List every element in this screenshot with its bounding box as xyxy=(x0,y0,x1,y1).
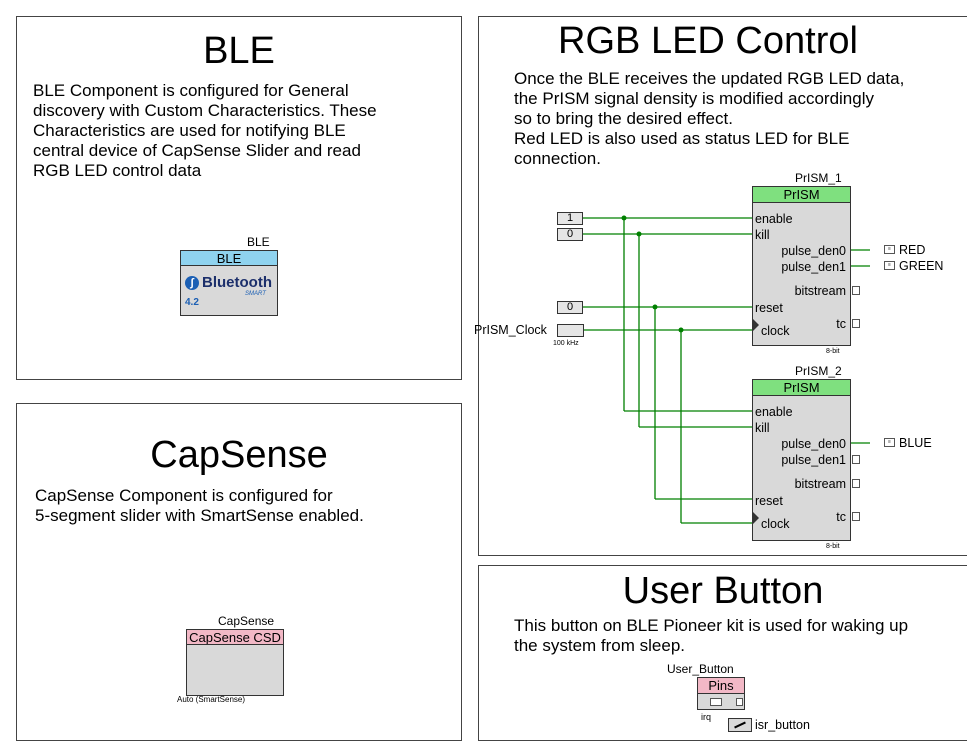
prism2-pin-pulse-den0: pulse_den0 xyxy=(781,437,846,451)
prism1-type: PrISM xyxy=(752,186,851,203)
prism2-footer: 8-bit xyxy=(826,543,840,550)
capsense-panel: CapSense CapSense Component is configure… xyxy=(16,403,462,741)
bluetooth-smart-text: SMART xyxy=(245,291,266,297)
green-pin-terminal[interactable]: ≡ xyxy=(884,261,895,270)
prism1-component[interactable]: PrISM enable kill pulse_den0 pulse_den1 … xyxy=(752,186,851,346)
ble-component-body: ∫ Bluetooth SMART 4.2 xyxy=(180,265,278,316)
prism2-pin-pulse-den1: pulse_den1 xyxy=(781,453,846,467)
capsense-component-type: CapSense CSD xyxy=(186,629,284,645)
capsense-panel-title: CapSense xyxy=(150,434,328,476)
red-pin-terminal[interactable]: ≡ xyxy=(884,245,895,254)
button-panel-description: This button on BLE Pioneer kit is used f… xyxy=(514,616,909,655)
clock-name: PrISM_Clock xyxy=(474,323,547,337)
isr-button-label: isr_button xyxy=(755,718,810,732)
ble-panel-description: BLE Component is configured for General … xyxy=(33,81,377,180)
prism1-pin-tc: tc xyxy=(836,317,846,331)
prism2-instance-label: PrISM_2 xyxy=(795,364,842,378)
prism2-pin-reset: reset xyxy=(755,494,783,508)
ble-panel-title: BLE xyxy=(203,30,275,72)
red-output-label: RED xyxy=(899,243,926,257)
prism2-pin-enable: enable xyxy=(755,405,793,419)
prism1-pin-kill: kill xyxy=(755,228,770,242)
prism1-bitstream-terminal xyxy=(852,286,860,295)
prism2-body: enable kill pulse_den0 pulse_den1 bitstr… xyxy=(752,395,851,541)
button-panel: User Button This button on BLE Pioneer k… xyxy=(478,565,967,741)
ble-component[interactable]: BLE ∫ Bluetooth SMART 4.2 xyxy=(180,250,278,316)
ble-panel: BLE BLE Component is configured for Gene… xyxy=(16,16,462,380)
prism2-tc-terminal xyxy=(852,512,860,521)
user-button-irq-label: irq xyxy=(701,712,712,722)
capsense-panel-description: CapSense Component is configured for 5-s… xyxy=(35,486,364,525)
prism2-clock-triangle xyxy=(753,512,759,524)
prism1-pin-clock: clock xyxy=(761,324,790,338)
const-kill[interactable]: 0 xyxy=(557,228,583,241)
button-panel-title: User Button xyxy=(622,570,824,612)
isr-component[interactable] xyxy=(728,718,752,732)
user-button-type: Pins xyxy=(697,677,745,694)
prism2-pin-bitstream: bitstream xyxy=(794,477,846,491)
const-reset[interactable]: 0 xyxy=(557,301,583,314)
prism2-type: PrISM xyxy=(752,379,851,396)
prism1-tc-terminal xyxy=(852,319,860,328)
blue-output-label: BLUE xyxy=(899,436,932,450)
bluetooth-logo-text: Bluetooth xyxy=(202,274,272,291)
prism2-pin-tc: tc xyxy=(836,510,846,524)
prism1-pin-pulse-den0: pulse_den0 xyxy=(781,244,846,258)
user-button-body xyxy=(697,693,745,710)
prism1-pin-reset: reset xyxy=(755,301,783,315)
capsense-component-body xyxy=(186,644,284,696)
prism1-instance-label: PrISM_1 xyxy=(795,171,842,185)
prism1-pin-pulse-den1: pulse_den1 xyxy=(781,260,846,274)
ble-instance-label: BLE xyxy=(247,235,270,249)
capsense-component[interactable]: CapSense CSD xyxy=(186,629,284,696)
clock-component[interactable] xyxy=(557,324,584,337)
isr-icon xyxy=(734,721,746,729)
user-button-instance-label: User_Button xyxy=(667,662,734,676)
capsense-footer: Auto (SmartSense) xyxy=(177,695,246,704)
rgb-panel-description: Once the BLE receives the updated RGB LE… xyxy=(514,69,905,168)
clock-frequency: 100 kHz xyxy=(553,340,579,347)
prism2-pin-kill: kill xyxy=(755,421,770,435)
blue-pin-terminal[interactable]: ≡ xyxy=(884,438,895,447)
prism1-footer: 8-bit xyxy=(826,348,840,355)
user-button-terminal xyxy=(736,698,743,706)
prism2-pin-clock: clock xyxy=(761,517,790,531)
green-output-label: GREEN xyxy=(899,259,944,273)
prism1-pin-enable: enable xyxy=(755,212,793,226)
prism2-component[interactable]: PrISM enable kill pulse_den0 pulse_den1 … xyxy=(752,379,851,541)
prism1-pin-bitstream: bitstream xyxy=(794,284,846,298)
prism2-pulse-den1-terminal xyxy=(852,455,860,464)
bluetooth-icon: ∫ xyxy=(185,276,199,290)
prism1-clock-triangle xyxy=(753,319,759,331)
capsense-instance-label: CapSense xyxy=(218,614,275,628)
const-enable[interactable]: 1 xyxy=(557,212,583,225)
user-button-component[interactable]: Pins xyxy=(697,677,745,710)
rgb-panel-title: RGB LED Control xyxy=(558,20,858,62)
ble-version: 4.2 xyxy=(185,297,199,308)
prism2-bitstream-terminal xyxy=(852,479,860,488)
user-button-pin-icon xyxy=(710,698,722,706)
rgb-panel: RGB LED Control Once the BLE receives th… xyxy=(478,16,967,556)
prism1-body: enable kill pulse_den0 pulse_den1 bitstr… xyxy=(752,202,851,346)
